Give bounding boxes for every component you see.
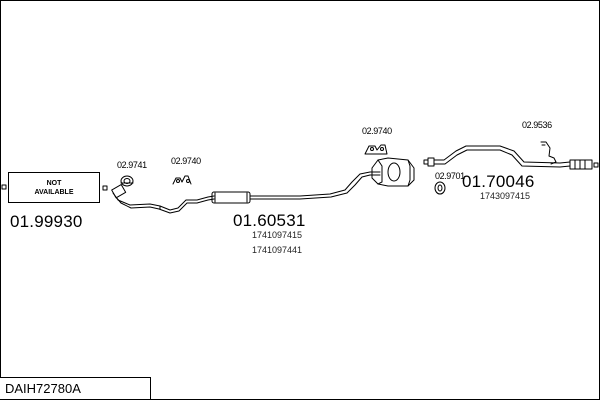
connector-marker-left <box>1 184 7 190</box>
hanger-middle-ref: 02.9740 <box>362 126 392 136</box>
gasket-icon-front <box>120 175 134 187</box>
gasket-icon-rear <box>434 181 446 195</box>
hanger-icon-front <box>172 175 192 185</box>
diagram-code-box <box>0 377 151 399</box>
gasket-front-ref: 02.9741 <box>117 160 147 170</box>
middle-assembly-ref: 01.60531 <box>233 211 306 230</box>
middle-oem-1: 1741097415 <box>252 230 303 240</box>
front-pipe <box>111 184 215 214</box>
gasket-rear-ref: 02.9701 <box>435 171 465 181</box>
connector-marker-front <box>102 185 108 191</box>
connector-marker-rear <box>423 159 429 165</box>
not-available-line1: NOT <box>46 179 62 187</box>
connector-marker-tail <box>593 162 599 168</box>
rear-pipe <box>427 145 593 170</box>
not-available-box: NOT AVAILABLE <box>8 172 100 203</box>
front-assembly-ref: 01.99930 <box>10 212 83 231</box>
middle-resonator <box>211 191 251 204</box>
middle-pipe <box>249 171 381 200</box>
diagram-code: DAIH72780A <box>5 381 81 396</box>
not-available-line2: AVAILABLE <box>34 188 74 196</box>
hanger-icon-middle <box>364 144 388 155</box>
rear-muffler <box>371 157 415 187</box>
middle-oem-2: 1741097441 <box>252 245 303 255</box>
rear-oem-1: 1743097415 <box>480 191 531 201</box>
hanger-front-ref: 02.9740 <box>171 156 201 166</box>
rear-assembly-ref: 01.70046 <box>462 172 535 191</box>
hanger-tail-ref: 02.9536 <box>522 120 552 130</box>
hanger-icon-tail <box>540 141 557 165</box>
